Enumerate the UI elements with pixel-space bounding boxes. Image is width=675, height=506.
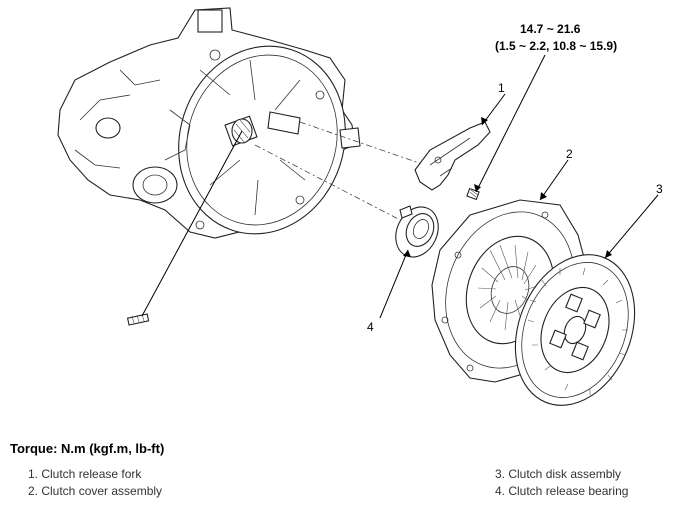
legend-title: Torque: N.m (kgf.m, lb-ft): [10, 441, 165, 456]
arrowhead-4: [403, 250, 411, 257]
leader-to-input-shaft: [141, 130, 243, 317]
callout-4: 4: [367, 320, 374, 334]
legend-item-disk-assembly: 3. Clutch disk assembly: [495, 467, 622, 481]
legend-item-release-bearing: 4. Clutch release bearing: [495, 484, 629, 498]
assembly-axis: [254, 144, 411, 226]
arrowhead-2: [540, 192, 547, 200]
arrowhead-torque: [474, 184, 481, 192]
dowel-pin: [126, 313, 150, 326]
arrowhead-3: [605, 250, 612, 258]
clutch-release-fork: [414, 121, 491, 191]
torque-spec-line1: 14.7 ~ 21.6: [520, 22, 581, 36]
leader-3: [604, 194, 659, 259]
leader-4: [379, 249, 409, 319]
clutch-disk-assembly: [514, 254, 636, 406]
leader-2: [539, 159, 569, 201]
clutch-release-bearing: [395, 205, 439, 258]
torque-spec-line2: (1.5 ~ 2.2, 10.8 ~ 15.9): [495, 39, 617, 53]
callout-2: 2: [566, 147, 573, 161]
legend-item-release-fork: 1. Clutch release fork: [28, 467, 142, 481]
fork-axis: [299, 121, 426, 166]
transaxle-housing: [57, 7, 361, 239]
callout-1: 1: [498, 81, 505, 95]
legend-item-cover-assembly: 2. Clutch cover assembly: [28, 484, 163, 498]
callout-3: 3: [656, 182, 663, 196]
arrowhead-1: [481, 117, 488, 125]
leader-torque: [475, 54, 546, 193]
